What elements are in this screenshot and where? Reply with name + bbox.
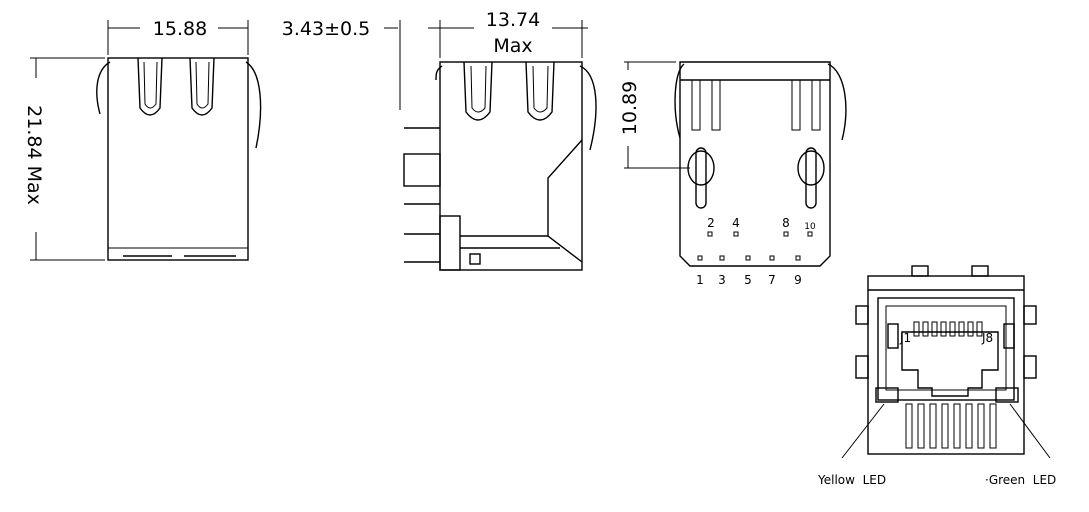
pin-label-2: 2	[707, 216, 715, 230]
green-led	[995, 387, 1019, 403]
green-led-label: ·Green LED	[985, 473, 1056, 487]
offset-dimension: 3.43±0.5	[282, 18, 370, 40]
bottom-housing	[679, 61, 831, 267]
pin-label-8: 8	[782, 216, 790, 230]
contact-springs	[913, 321, 983, 337]
pin-label-7: 7	[768, 273, 776, 287]
pin-label-4: 4	[732, 216, 740, 230]
right-clip	[245, 61, 262, 149]
left-clip	[96, 61, 111, 115]
pin-label-10: 10	[804, 222, 816, 232]
front-view: 15.88 21.84 Max	[23, 18, 262, 261]
light-pipe-left	[137, 57, 163, 116]
height-dimension: 21.84 Max	[23, 105, 45, 205]
pin-label-1: 1	[696, 273, 704, 287]
pin-label-9: 9	[794, 273, 802, 287]
front-housing	[107, 57, 249, 261]
port-bottom-pins	[905, 403, 997, 449]
bottom-height-dimension: 10.89	[619, 81, 641, 135]
depth-dimension: 13.74	[486, 9, 540, 31]
light-pipe-right	[189, 57, 215, 116]
pin-label-3: 3	[718, 273, 726, 287]
bottom-view: 2 4 8 10 1 3 5 7 9 10.89	[619, 61, 847, 287]
side-view: 3.43±0.5 13.74 Max	[282, 9, 597, 271]
depth-dimension-suffix: Max	[493, 35, 532, 57]
port-view: J1 J8 Yellow LED ·Green LED	[817, 265, 1056, 487]
pin-label-5: 5	[744, 273, 752, 287]
width-dimension: 15.88	[153, 18, 207, 40]
side-housing	[439, 61, 583, 271]
contact-label-last: J8	[981, 331, 993, 345]
yellow-led	[875, 387, 899, 403]
port-housing	[867, 275, 1025, 455]
yellow-led-label: Yellow LED	[817, 473, 886, 487]
contact-label-first: J1	[899, 331, 911, 345]
